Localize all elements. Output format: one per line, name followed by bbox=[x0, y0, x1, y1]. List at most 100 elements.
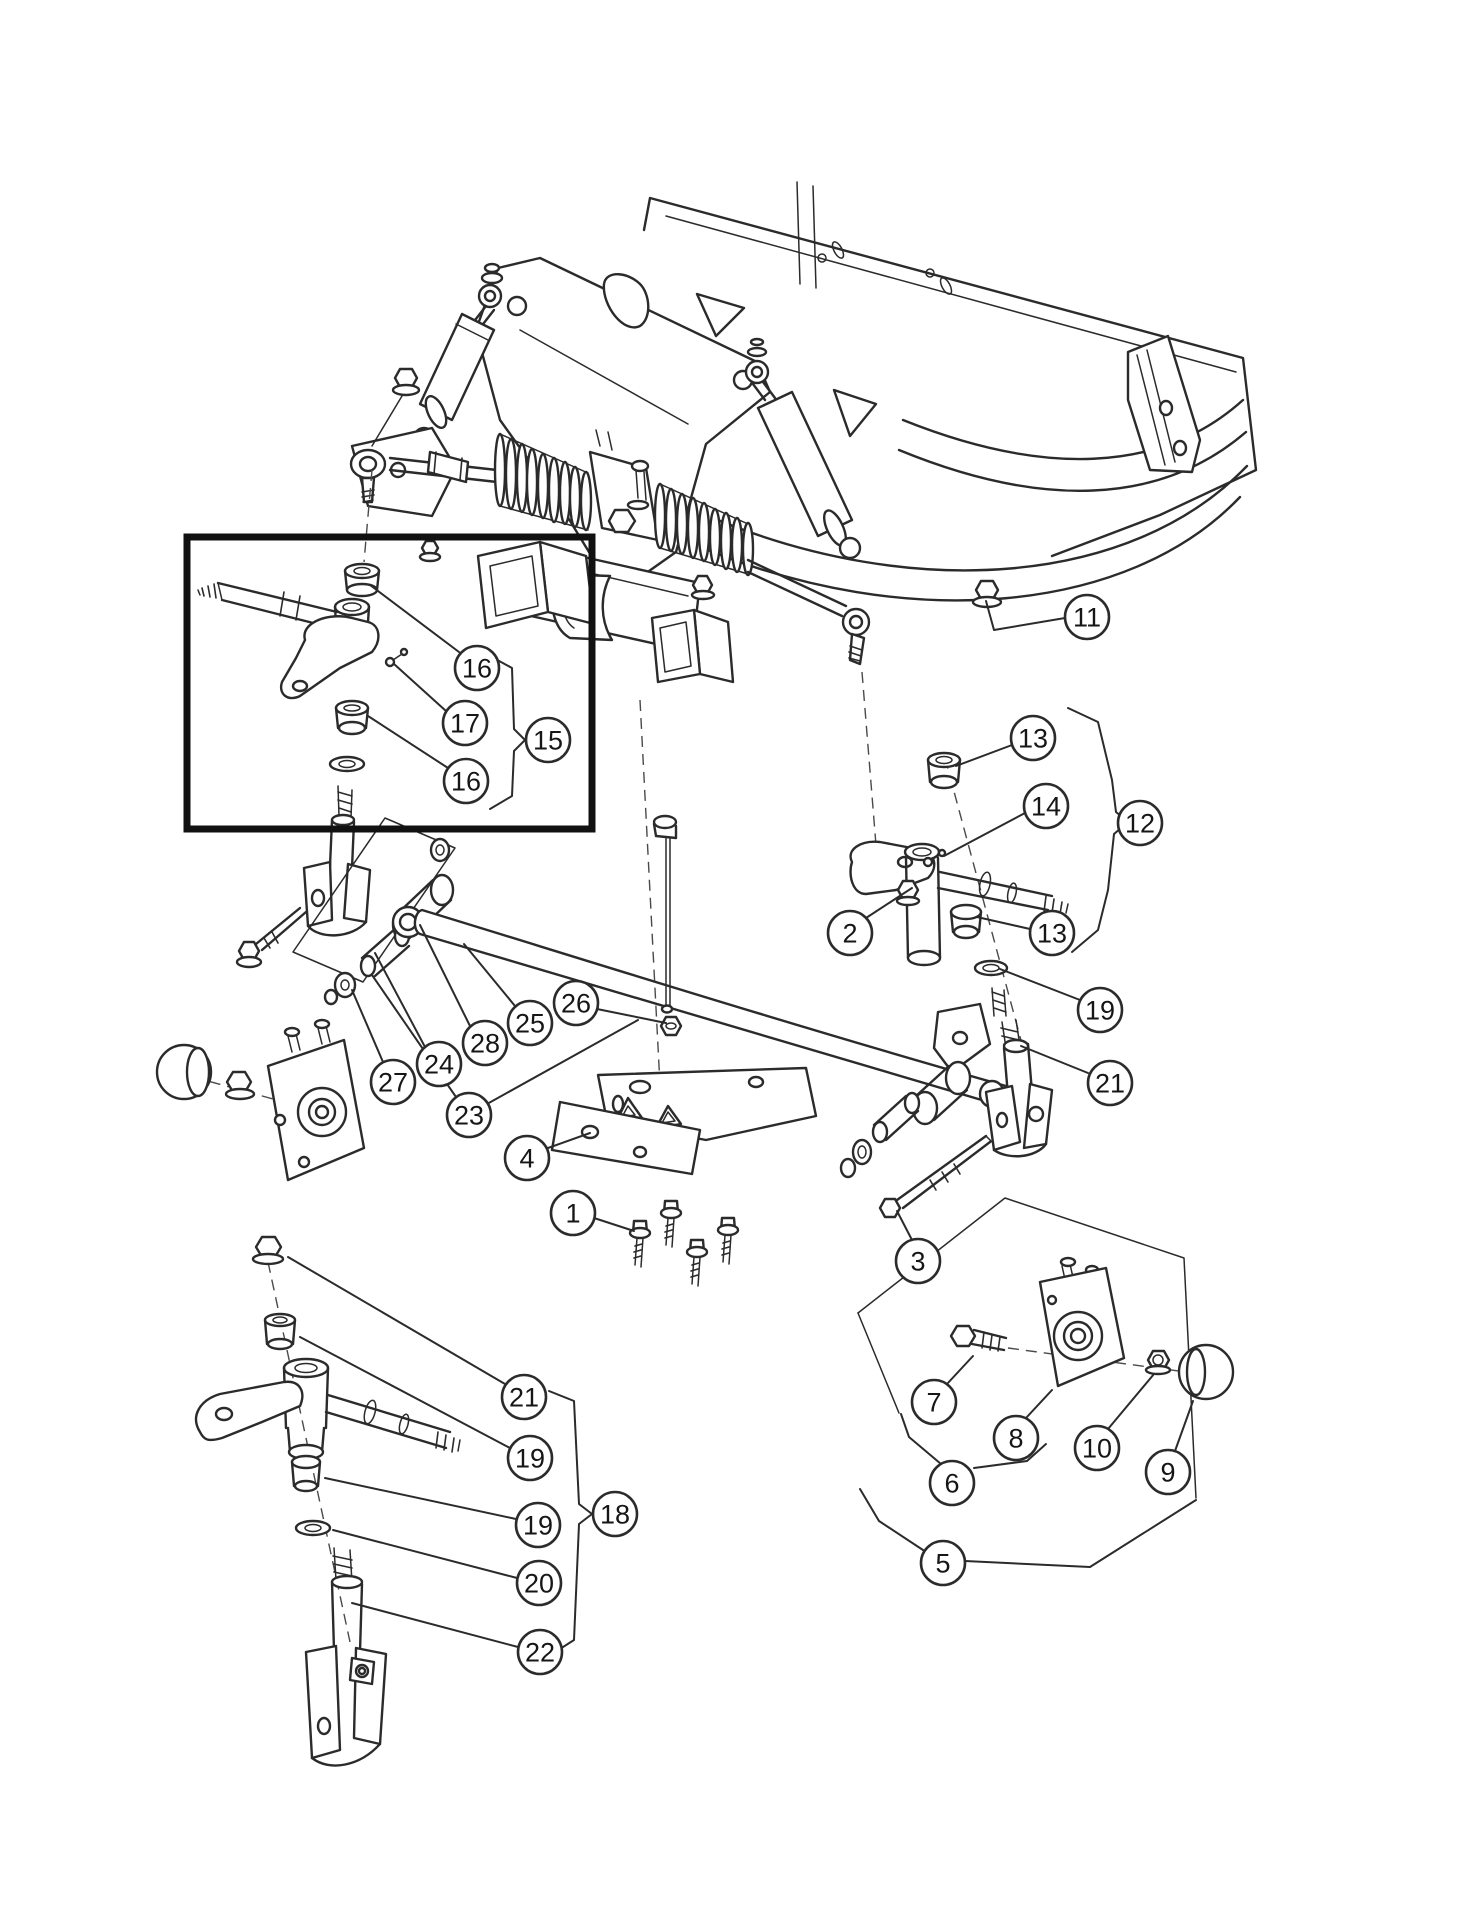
callout-number: 12 bbox=[1125, 808, 1155, 838]
callout-number: 9 bbox=[1160, 1457, 1175, 1487]
callout-c12: 12 bbox=[1116, 799, 1164, 847]
callout-number: 19 bbox=[523, 1510, 553, 1540]
callout-circle bbox=[1076, 986, 1124, 1034]
callout-number: 3 bbox=[910, 1246, 925, 1276]
callout-number: 1 bbox=[565, 1198, 580, 1228]
callout-c2: 2 bbox=[826, 909, 874, 957]
callout-c1: 1 bbox=[549, 1189, 597, 1237]
callout-number: 21 bbox=[1095, 1068, 1125, 1098]
callout-circle bbox=[442, 757, 490, 805]
frame-rails bbox=[701, 334, 1249, 602]
callout-c18: 18 bbox=[591, 1490, 639, 1538]
callout-number: 22 bbox=[525, 1637, 555, 1667]
callout-circle bbox=[1116, 799, 1164, 847]
callout-number: 16 bbox=[451, 766, 481, 796]
callout-circle bbox=[441, 699, 489, 747]
callout-number: 2 bbox=[842, 918, 857, 948]
leader-line-c27 bbox=[351, 989, 384, 1063]
callout-c8: 8 bbox=[992, 1414, 1040, 1462]
callout-number: 14 bbox=[1031, 791, 1061, 821]
callout-c22: 22 bbox=[516, 1628, 564, 1676]
callout-c20: 20 bbox=[515, 1559, 563, 1607]
spindle-upper-left-group bbox=[197, 562, 409, 819]
callout-number: 19 bbox=[515, 1443, 545, 1473]
callout-number: 21 bbox=[509, 1382, 539, 1412]
callout-circle bbox=[894, 1237, 942, 1285]
callout-c19c: 19 bbox=[514, 1501, 562, 1549]
callout-circle bbox=[503, 1134, 551, 1182]
leader-line-c28 bbox=[419, 924, 471, 1027]
callout-number: 4 bbox=[519, 1143, 534, 1173]
callout-circle bbox=[461, 1019, 509, 1067]
callout-circle bbox=[445, 1091, 493, 1139]
frame-cutout-holes bbox=[602, 273, 878, 438]
callout-number: 8 bbox=[1008, 1423, 1023, 1453]
leader-line-c16b bbox=[367, 715, 449, 769]
callout-circle bbox=[515, 1559, 563, 1607]
callout-c25: 25 bbox=[506, 999, 554, 1047]
callout-circle bbox=[506, 999, 554, 1047]
callout-number: 25 bbox=[515, 1008, 545, 1038]
leader-line-c23 bbox=[486, 1019, 639, 1105]
callout-c16a: 16 bbox=[453, 644, 501, 692]
leader-line-c5 bbox=[859, 1488, 927, 1553]
callout-circle bbox=[524, 716, 572, 764]
callout-number: 17 bbox=[450, 708, 480, 738]
callout-c27: 27 bbox=[369, 1058, 417, 1106]
leader-line-c21a bbox=[1020, 1045, 1089, 1074]
callout-c21a: 21 bbox=[1086, 1059, 1134, 1107]
kingpin-lower-left-group bbox=[194, 1235, 461, 1767]
callout-number: 26 bbox=[561, 988, 591, 1018]
callout-circle bbox=[516, 1628, 564, 1676]
callout-c11: 11 bbox=[1063, 593, 1111, 641]
callout-c9: 9 bbox=[1144, 1448, 1192, 1496]
callout-number: 28 bbox=[470, 1028, 500, 1058]
callout-circle bbox=[1073, 1424, 1121, 1472]
wheel-hub-right-group bbox=[857, 1197, 1235, 1499]
callout-c15: 15 bbox=[524, 716, 572, 764]
callout-circle bbox=[453, 644, 501, 692]
callout-c13a: 13 bbox=[1009, 714, 1057, 762]
callout-number: 27 bbox=[378, 1067, 408, 1097]
leader-line-c6 bbox=[973, 1443, 1047, 1469]
leader-line-c13b bbox=[976, 916, 1031, 930]
callout-number: 24 bbox=[424, 1049, 454, 1079]
callout-circle bbox=[992, 1414, 1040, 1462]
callout-circle bbox=[500, 1373, 548, 1421]
leader-line-c16a bbox=[369, 584, 460, 653]
callout-c16b: 16 bbox=[442, 757, 490, 805]
callout-circle bbox=[415, 1040, 463, 1088]
leader-line-c20 bbox=[332, 1529, 518, 1579]
leader-line-c22 bbox=[351, 1602, 519, 1648]
callout-number: 23 bbox=[454, 1100, 484, 1130]
callout-circle bbox=[826, 909, 874, 957]
leader-line-c25 bbox=[463, 943, 516, 1007]
callout-number: 18 bbox=[600, 1499, 630, 1529]
callout-number: 13 bbox=[1018, 723, 1048, 753]
callout-c13b: 13 bbox=[1028, 909, 1076, 957]
callout-c21b: 21 bbox=[500, 1373, 548, 1421]
callout-circle bbox=[910, 1378, 958, 1426]
steering-rack bbox=[349, 367, 1003, 846]
leader-line-c6 bbox=[900, 1413, 942, 1465]
leader-line-c10 bbox=[1107, 1373, 1155, 1430]
callout-circle bbox=[928, 1459, 976, 1507]
callout-c28: 28 bbox=[461, 1019, 509, 1067]
leader-line-c5 bbox=[964, 1499, 1197, 1568]
callout-circle bbox=[506, 1434, 554, 1482]
callout-c24: 24 bbox=[415, 1040, 463, 1088]
leader-line-c2 bbox=[865, 887, 913, 919]
callout-c7: 7 bbox=[910, 1378, 958, 1426]
callout-circle bbox=[1086, 1059, 1134, 1107]
callout-circle bbox=[1063, 593, 1111, 641]
leader-line-c8 bbox=[1025, 1389, 1053, 1419]
callout-number: 10 bbox=[1082, 1433, 1112, 1463]
callout-circle bbox=[514, 1501, 562, 1549]
callout-circle bbox=[1009, 714, 1057, 762]
callout-number: 15 bbox=[533, 725, 563, 755]
leader-line-c19c bbox=[324, 1477, 517, 1520]
leader-line-c1 bbox=[593, 1217, 635, 1232]
callout-c19a: 19 bbox=[1076, 986, 1124, 1034]
mounting-screws bbox=[628, 1199, 740, 1287]
